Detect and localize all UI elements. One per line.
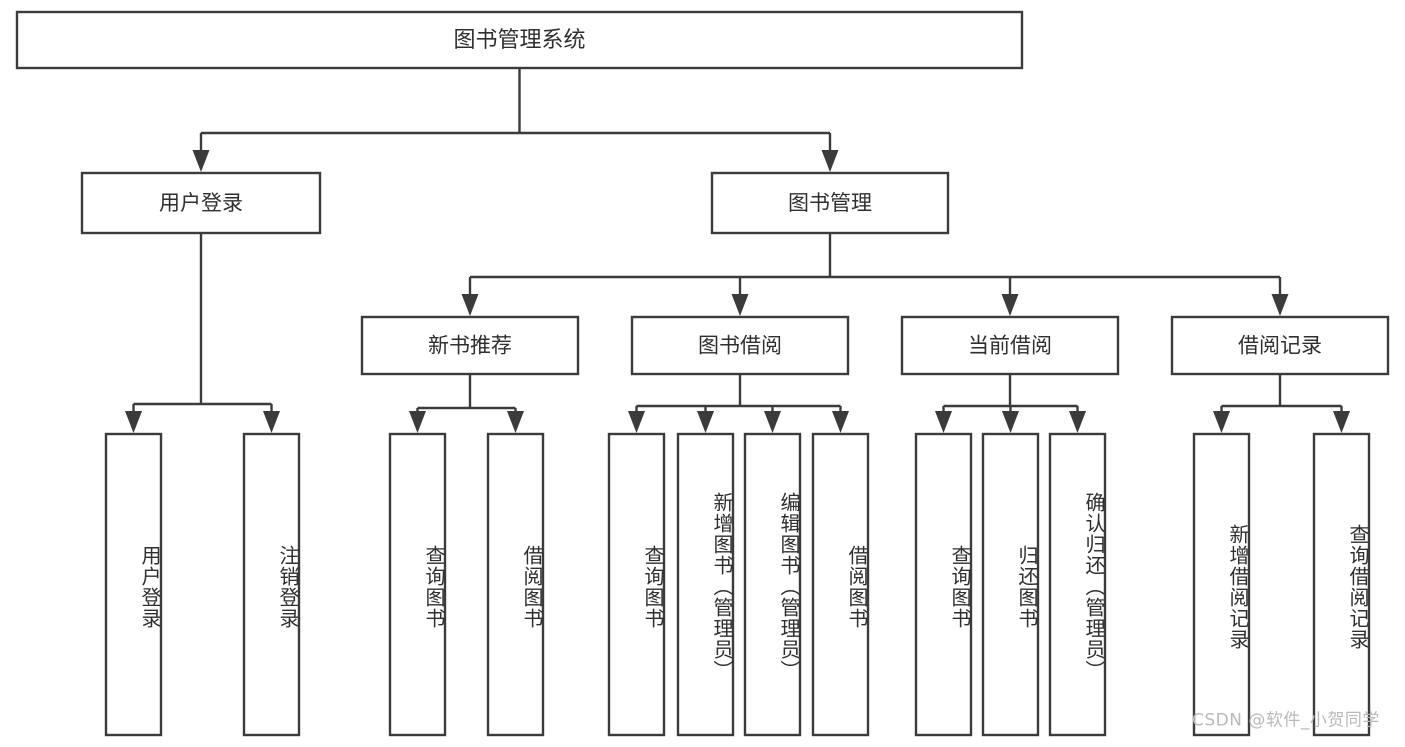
node-leaf-confirm-return[interactable]: [1048, 432, 1107, 737]
node-borrow[interactable]: 图书借阅: [630, 315, 850, 376]
node-leaf-add-book[interactable]: [676, 432, 735, 737]
arrow-head-icon: [628, 411, 645, 433]
node-login[interactable]: 用户登录: [80, 171, 322, 235]
node-current[interactable]: 当前借阅: [900, 315, 1120, 376]
node-label-records: 借阅记录: [1238, 334, 1322, 358]
connector-group-borrow: [628, 374, 849, 433]
connector-group-bookmgmt: [461, 233, 1289, 316]
arrow-head-icon: [764, 411, 781, 433]
arrow-head-icon: [1001, 294, 1019, 316]
arrow-head-icon: [1069, 411, 1086, 433]
node-box-newrec[interactable]: [360, 315, 580, 376]
arrow-head-icon: [507, 411, 524, 433]
node-box-leaf-borrow-book-1[interactable]: [486, 432, 545, 737]
node-box-leaf-query-book-3[interactable]: [914, 432, 973, 737]
node-box-leaf-confirm-return[interactable]: [1048, 432, 1107, 737]
node-label-current: 当前借阅: [968, 334, 1052, 358]
node-bookmgmt[interactable]: 图书管理: [710, 171, 950, 235]
node-box-leaf-add-record[interactable]: [1192, 432, 1251, 737]
connector-group-root: [192, 68, 839, 172]
node-leaf-user-logout[interactable]: [242, 432, 301, 737]
node-box-leaf-query-book-2[interactable]: [607, 432, 666, 737]
arrow-head-icon: [832, 411, 849, 433]
connector-group-records: [1213, 374, 1350, 433]
node-box-current[interactable]: [900, 315, 1120, 376]
node-box-leaf-query-book-1[interactable]: [388, 432, 447, 737]
node-box-records[interactable]: [1170, 315, 1390, 376]
csdn-watermark: CSDN @软件_小贺同学: [1192, 710, 1380, 731]
node-label-borrow: 图书借阅: [698, 334, 782, 358]
node-box-leaf-query-record[interactable]: [1312, 432, 1371, 737]
node-box-leaf-return-book[interactable]: [981, 432, 1040, 737]
arrow-head-icon: [1271, 294, 1289, 316]
arrow-head-icon: [697, 411, 714, 433]
connector-group-current: [935, 374, 1086, 433]
node-label-root: 图书管理系统: [453, 28, 585, 53]
node-leaf-query-book-2[interactable]: [607, 432, 666, 737]
node-leaf-query-book-1[interactable]: [388, 432, 447, 737]
node-leaf-query-record[interactable]: [1312, 432, 1371, 737]
node-root[interactable]: 图书管理系统: [15, 10, 1024, 70]
node-leaf-query-book-3[interactable]: [914, 432, 973, 737]
arrow-head-icon: [125, 411, 142, 433]
node-box-bookmgmt[interactable]: [710, 171, 950, 235]
node-leaf-borrow-book-2[interactable]: [811, 432, 870, 737]
node-leaf-return-book[interactable]: [981, 432, 1040, 737]
arrow-head-icon: [461, 294, 479, 316]
node-leaf-add-record[interactable]: [1192, 432, 1251, 737]
node-label-newrec: 新书推荐: [428, 334, 512, 358]
node-box-leaf-user-logout[interactable]: [242, 432, 301, 737]
node-newrec[interactable]: 新书推荐: [360, 315, 580, 376]
arrow-head-icon: [409, 411, 426, 433]
node-box-root[interactable]: [15, 10, 1024, 70]
node-leaf-borrow-book-1[interactable]: [486, 432, 545, 737]
node-box-borrow[interactable]: [630, 315, 850, 376]
arrow-head-icon: [731, 294, 749, 316]
arrow-head-icon: [1333, 411, 1350, 433]
connector-group-newrec: [409, 374, 524, 433]
node-box-leaf-user-login[interactable]: [104, 432, 163, 737]
arrow-head-icon: [263, 411, 280, 433]
node-label-bookmgmt: 图书管理: [788, 191, 872, 215]
arrow-head-icon: [821, 150, 839, 172]
node-leaf-edit-book[interactable]: [743, 432, 802, 737]
connector-group-login: [125, 233, 280, 433]
arrow-head-icon: [1213, 411, 1230, 433]
connector-layer: [125, 68, 1350, 433]
node-box-leaf-borrow-book-2[interactable]: [811, 432, 870, 737]
arrow-head-icon: [192, 150, 210, 172]
node-records[interactable]: 借阅记录: [1170, 315, 1390, 376]
node-box-leaf-edit-book[interactable]: [743, 432, 802, 737]
arrow-head-icon: [935, 411, 952, 433]
node-label-login: 用户登录: [159, 191, 243, 215]
node-leaf-user-login[interactable]: [104, 432, 163, 737]
arrow-head-icon: [1002, 411, 1019, 433]
node-box-login[interactable]: [80, 171, 322, 235]
node-box-leaf-add-book[interactable]: [676, 432, 735, 737]
